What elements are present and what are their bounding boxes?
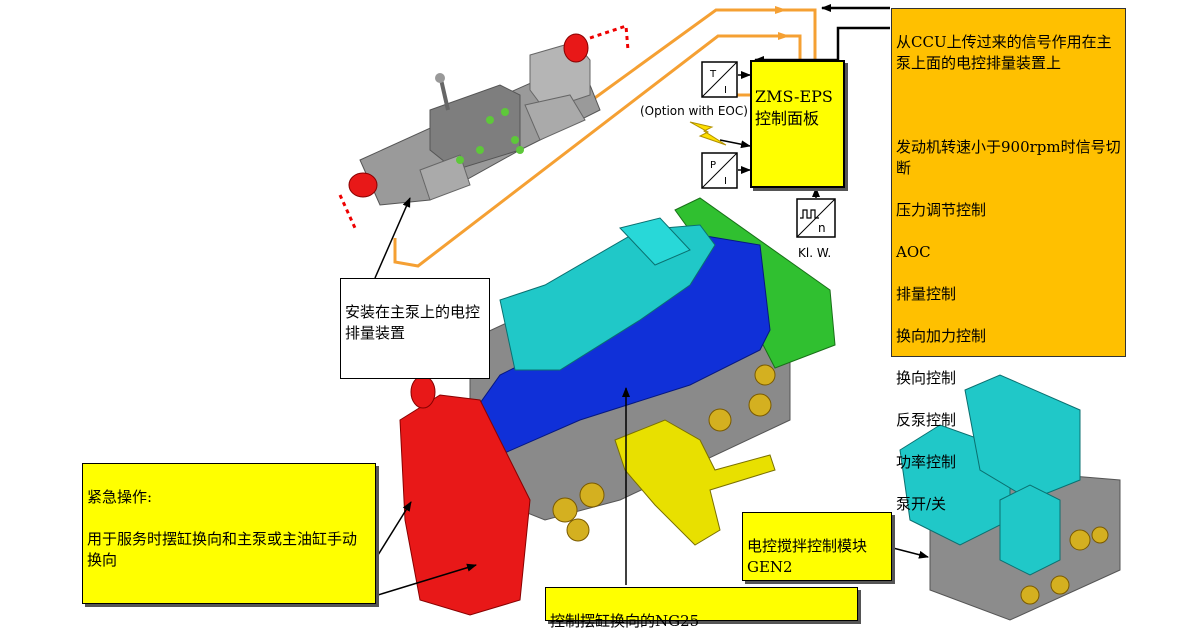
t-i-transducer-icon: T I bbox=[701, 61, 738, 98]
lightning-icon bbox=[689, 121, 727, 146]
zms-eps-panel: ZMS-EPS控制面板 bbox=[750, 60, 845, 188]
eps-valve-image bbox=[338, 23, 630, 229]
n-label: n bbox=[818, 221, 826, 235]
feature-item: 排量控制 bbox=[896, 285, 957, 303]
cable-arrow bbox=[778, 32, 790, 40]
ng25-callout: 控制摆缸换向的NG25 bbox=[545, 587, 858, 630]
feature-list: 发动机转速小于900rpm时信号切断 压力调节控制 AOC 排量控制 换向加力控… bbox=[896, 116, 1121, 536]
t-label: T bbox=[709, 69, 717, 80]
speed-sensor-icon: n bbox=[796, 198, 836, 238]
gen2-text: 电控搅拌控制模块GEN2 bbox=[747, 537, 868, 576]
gen2-module-image bbox=[899, 374, 1121, 621]
feature-item: 泵开/关 bbox=[896, 495, 947, 513]
feature-item: 发动机转速小于900rpm时信号切断 bbox=[896, 138, 1121, 177]
ng25-text: 控制摆缸换向的NG25 bbox=[550, 612, 700, 630]
feature-item: 功率控制 bbox=[896, 453, 957, 471]
feature-item: 反泵控制 bbox=[896, 411, 957, 429]
feature-item: 压力调节控制 bbox=[896, 201, 987, 219]
ccu-signal-text: 从CCU上传过来的信号作用在主泵上面的电控排量装置上 bbox=[896, 33, 1112, 72]
displacement-device-text: 安装在主泵上的电控排量装置 bbox=[345, 303, 481, 342]
p-i-transducer-icon: P I bbox=[701, 152, 738, 189]
feature-item: AOC bbox=[896, 243, 931, 261]
emergency-title: 紧急操作: bbox=[87, 488, 153, 506]
ccu-signal-note: 从CCU上传过来的信号作用在主泵上面的电控排量装置上 发动机转速小于900rpm… bbox=[891, 8, 1126, 513]
feature-item: 换向加力控制 bbox=[896, 327, 987, 345]
callout-arrow bbox=[377, 501, 412, 556]
i-label: I bbox=[724, 85, 727, 96]
p-label: P bbox=[710, 160, 716, 171]
option-eoc-label: (Option with EOC) bbox=[640, 104, 748, 118]
callout-arrow bbox=[892, 547, 929, 559]
displacement-device-callout: 安装在主泵上的电控排量装置 bbox=[340, 278, 490, 379]
emergency-callout: 紧急操作: 用于服务时摆缸换向和主泵或主油缸手动换向 bbox=[82, 463, 376, 604]
emergency-body: 用于服务时摆缸换向和主泵或主油缸手动换向 bbox=[87, 530, 358, 569]
ccu-line-2 bbox=[754, 26, 890, 64]
callout-arrow bbox=[377, 563, 477, 596]
kl-w-label: Kl. W. bbox=[798, 246, 832, 260]
main-valve-image bbox=[399, 197, 836, 616]
zms-eps-label: ZMS-EPS控制面板 bbox=[755, 87, 833, 128]
feature-item: 换向控制 bbox=[896, 369, 957, 387]
cable-arrow bbox=[775, 6, 787, 14]
i-label: I bbox=[724, 176, 727, 187]
callout-arrow bbox=[374, 197, 411, 279]
gen2-callout: 电控搅拌控制模块GEN2 bbox=[742, 512, 892, 581]
